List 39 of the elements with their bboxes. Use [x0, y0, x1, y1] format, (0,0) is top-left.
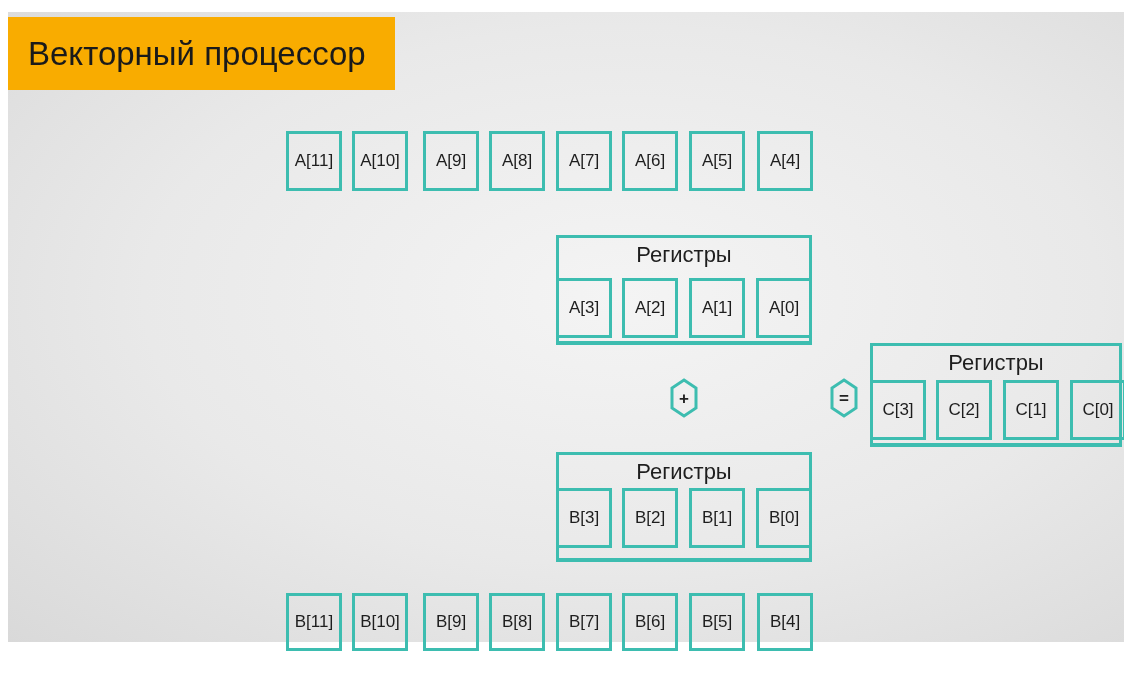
register-cell: C[1]	[1003, 380, 1059, 440]
register-panel	[556, 452, 812, 562]
panel-heading: Регистры	[947, 350, 1045, 376]
register-cell: B[0]	[756, 488, 812, 548]
register-cell: B[5]	[689, 593, 745, 651]
register-cell: A[2]	[622, 278, 678, 338]
register-cell: C[3]	[870, 380, 926, 440]
register-cell: B[2]	[622, 488, 678, 548]
register-cell: B[9]	[423, 593, 479, 651]
register-panel	[556, 235, 812, 345]
register-cell: A[5]	[689, 131, 745, 191]
operator-sign: =	[839, 389, 849, 407]
operator-hexagon	[830, 378, 858, 418]
operator-sign: +	[679, 389, 689, 407]
register-panel	[870, 343, 1122, 447]
register-cell: B[10]	[352, 593, 408, 651]
panel-heading: Регистры	[635, 242, 733, 268]
register-cell: B[4]	[757, 593, 813, 651]
register-cell: A[9]	[423, 131, 479, 191]
register-cell: A[6]	[622, 131, 678, 191]
register-cell: A[1]	[689, 278, 745, 338]
operator-hexagon	[670, 378, 698, 418]
register-cell: A[0]	[756, 278, 812, 338]
panel-heading: Регистры	[635, 459, 733, 485]
register-cell: A[10]	[352, 131, 408, 191]
register-cell: B[3]	[556, 488, 612, 548]
title-banner: Векторный процессор	[8, 17, 395, 90]
register-cell: A[3]	[556, 278, 612, 338]
register-cell: B[11]	[286, 593, 342, 651]
register-cell: A[11]	[286, 131, 342, 191]
register-cell: B[8]	[489, 593, 545, 651]
register-cell: A[7]	[556, 131, 612, 191]
register-cell: B[1]	[689, 488, 745, 548]
register-cell: A[8]	[489, 131, 545, 191]
register-cell: C[2]	[936, 380, 992, 440]
register-cell: A[4]	[757, 131, 813, 191]
register-cell: B[6]	[622, 593, 678, 651]
register-cell: C[0]	[1070, 380, 1124, 440]
register-cell: B[7]	[556, 593, 612, 651]
